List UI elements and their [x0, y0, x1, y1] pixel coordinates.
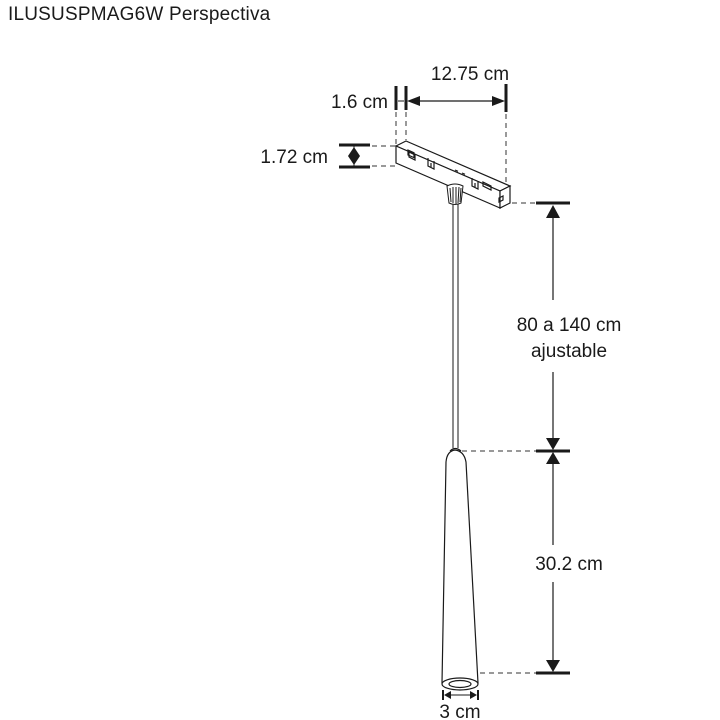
height-dimension	[339, 143, 396, 169]
tube-length-dimension	[536, 452, 570, 675]
width-dimension	[394, 84, 508, 186]
label-tube-diameter: 3 cm	[439, 702, 480, 720]
label-cable-adjustable: ajustable	[531, 341, 607, 362]
pendant-tube	[441, 447, 479, 691]
cable-grip	[446, 183, 464, 205]
label-connector-length: 12.75 cm	[431, 64, 509, 85]
label-cable-length: 80 a 140 cm	[517, 315, 622, 336]
label-connector-width: 1.6 cm	[331, 92, 388, 113]
suspension-cable	[452, 204, 459, 448]
label-connector-height: 1.72 cm	[260, 147, 328, 168]
track-connector	[394, 140, 512, 209]
diagram-title: ILUSUSPMAG6W Perspectiva	[8, 4, 271, 25]
cable-length-dimension	[536, 201, 570, 453]
label-tube-length: 30.2 cm	[535, 554, 603, 575]
tube-diameter-dimension	[442, 690, 479, 700]
